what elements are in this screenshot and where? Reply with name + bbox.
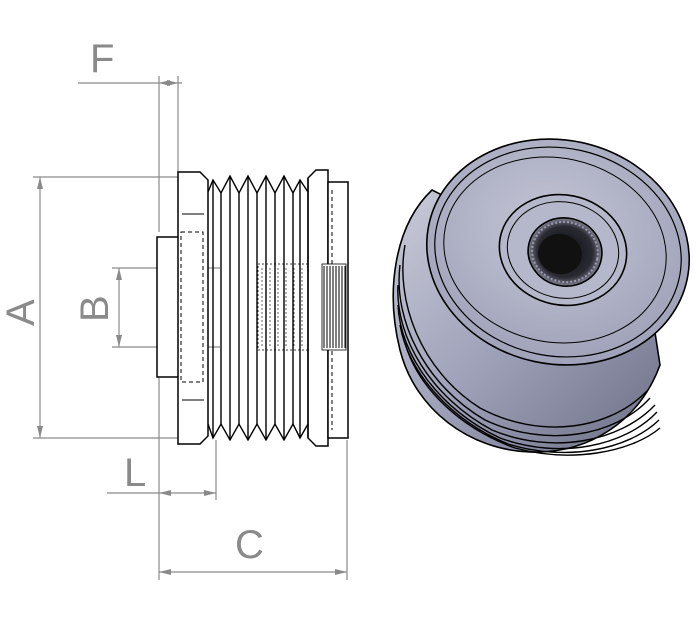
dimension-arrowheads	[37, 80, 347, 575]
side-belt-grooves	[207, 174, 309, 442]
dim-a-arrow-top	[37, 177, 43, 189]
groove-top-profile	[207, 174, 309, 195]
pulley-front-inner-rim	[443, 156, 667, 344]
dim-label-b: B	[73, 295, 117, 322]
groove-bottom-profile	[207, 422, 309, 442]
side-hub	[156, 236, 182, 378]
dim-label-c: C	[235, 523, 264, 567]
dim-c-arrow-right	[335, 569, 347, 575]
dim-label-l: L	[124, 451, 146, 495]
pulley-bore-inner	[538, 233, 582, 275]
pulley-hub-ring	[506, 201, 620, 299]
pulley-front-rim	[434, 146, 682, 358]
dim-f-arrow-right	[167, 80, 178, 86]
side-left-flange	[177, 171, 209, 445]
pulley-ribs	[397, 244, 661, 456]
dim-c-arrow-left	[159, 569, 171, 575]
pulley-3d-view	[392, 138, 690, 456]
dim-label-f: F	[90, 37, 114, 81]
dim-b-arrow-bottom	[116, 335, 122, 347]
side-spline-hatch	[261, 266, 346, 348]
pulley-side-view	[156, 169, 349, 447]
dimension-lines	[33, 76, 348, 580]
dim-l-arrow-right	[204, 490, 216, 496]
dim-b-arrow-top	[116, 268, 122, 280]
pulley-bore-splines	[531, 220, 599, 284]
dim-label-a: A	[0, 299, 43, 326]
dim-a-arrow-bottom	[37, 426, 43, 438]
dim-l-arrow-left	[159, 490, 171, 496]
